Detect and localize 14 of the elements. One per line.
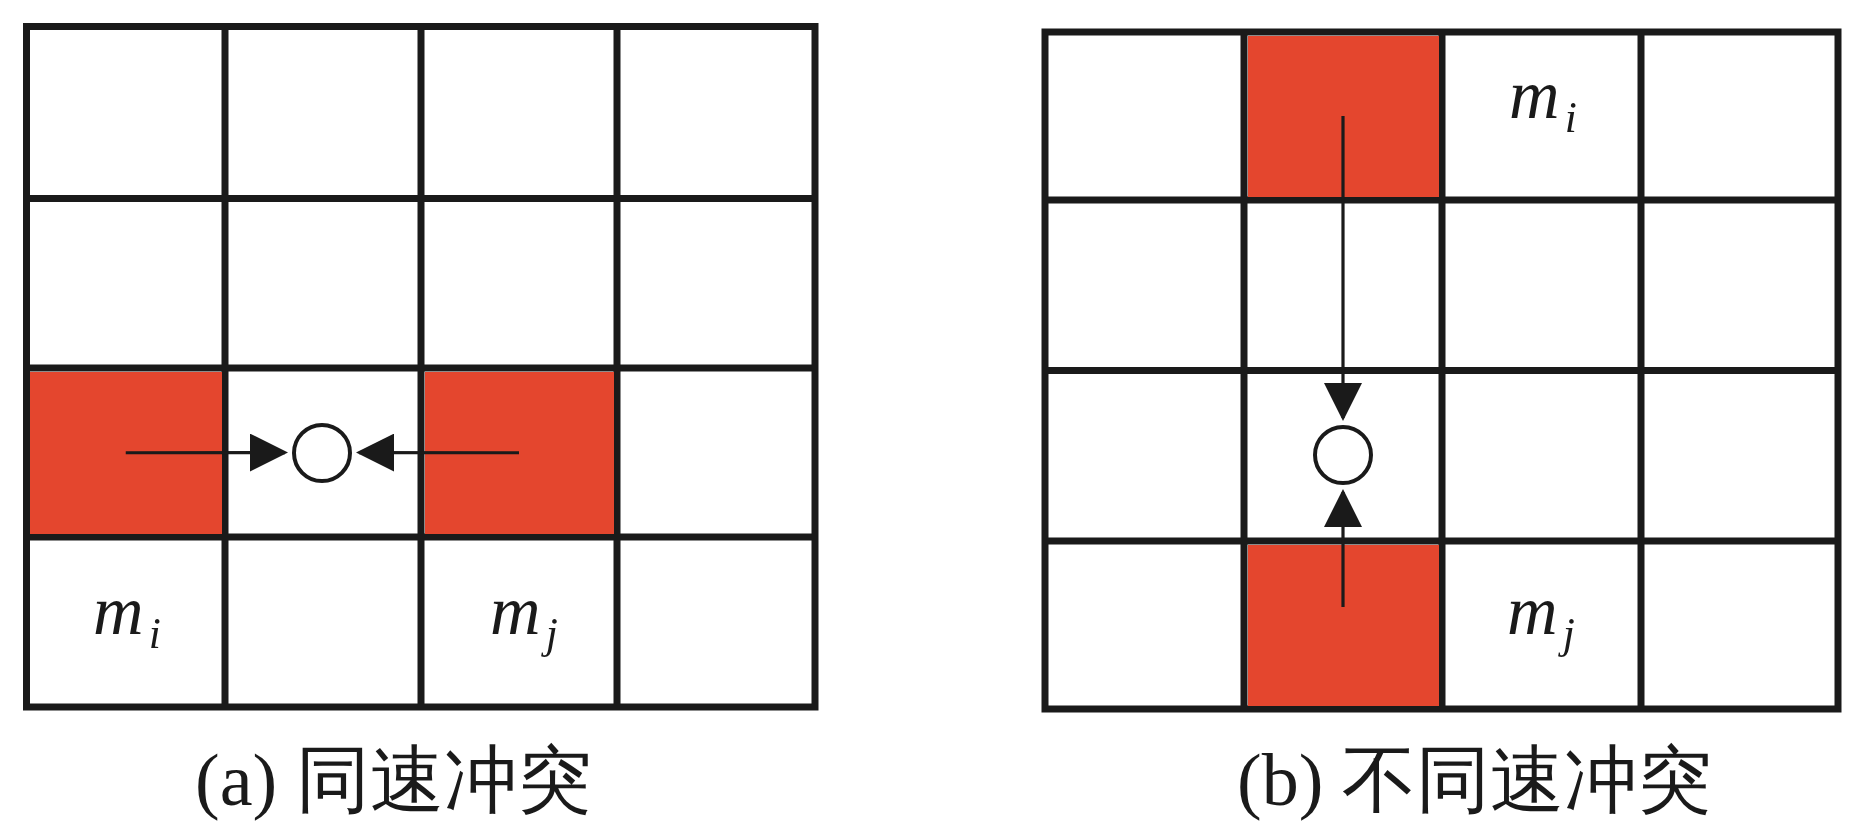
arrow bbox=[1324, 116, 1362, 421]
variable-label: m$_{j}$ bbox=[1507, 576, 1576, 659]
filled-cell bbox=[424, 371, 614, 534]
filled-cell bbox=[1247, 35, 1439, 197]
arrow bbox=[125, 433, 288, 472]
variable-label: m$_{i}$ bbox=[1509, 60, 1578, 143]
arrow bbox=[1324, 489, 1362, 607]
circle-marker bbox=[1313, 425, 1373, 485]
arrow bbox=[356, 433, 519, 472]
circle-marker bbox=[292, 422, 352, 483]
variable-label: m$_{j}$ bbox=[490, 576, 559, 659]
filled-cell bbox=[30, 371, 222, 534]
filled-cell bbox=[1247, 544, 1439, 706]
variable-label: m$_{i}$ bbox=[93, 576, 162, 659]
